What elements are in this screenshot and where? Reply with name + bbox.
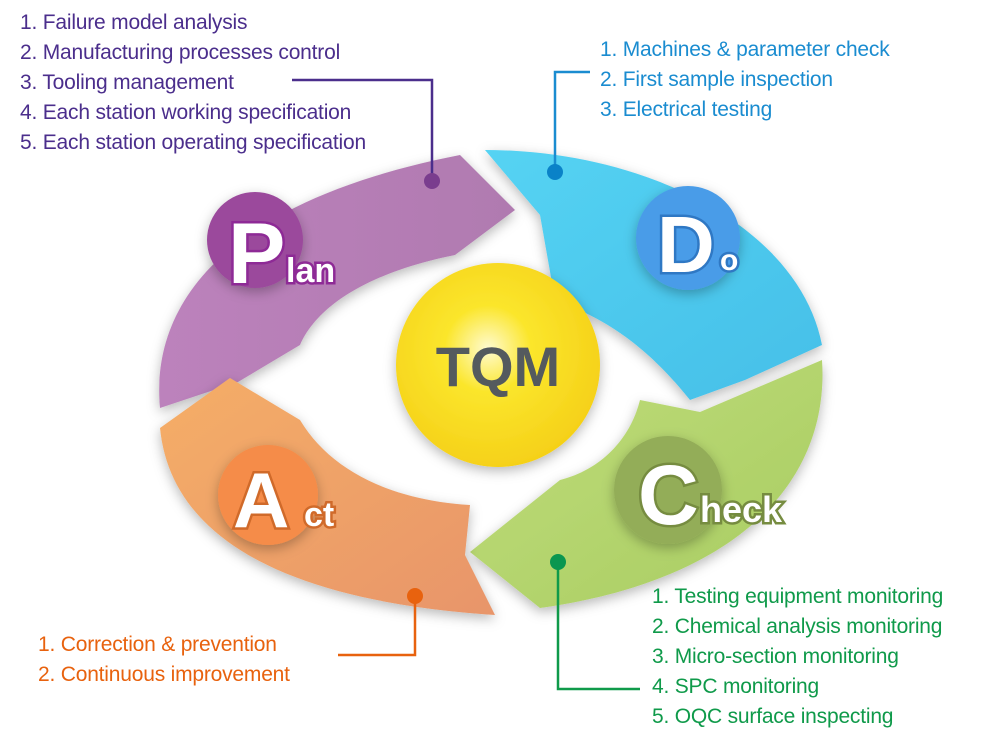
plan-connector — [292, 78, 440, 189]
do-items-list: 1. Machines & parameter check 2. First s… — [600, 35, 890, 125]
act-badge — [218, 445, 318, 545]
check-item: 4. SPC monitoring — [652, 675, 820, 698]
check-item: 5. OQC surface inspecting — [652, 705, 894, 728]
plan-item: 5. Each station operating specification — [20, 131, 366, 154]
act-rest: ct — [304, 496, 334, 534]
tqm-label: TQM — [436, 335, 560, 398]
check-item: 1. Testing equipment monitoring — [652, 585, 944, 608]
check-badge — [614, 436, 722, 544]
plan-item: 1. Failure model analysis — [20, 11, 248, 34]
do-badge — [636, 186, 740, 290]
act-item: 2. Continuous improvement — [38, 663, 290, 686]
act-initial: A — [233, 456, 289, 544]
act-item: 1. Correction & prevention — [38, 633, 277, 656]
plan-item: 3. Tooling management — [20, 71, 234, 94]
do-connector — [547, 70, 590, 180]
act-connector — [338, 588, 423, 657]
plan-rest: lan — [286, 252, 335, 290]
plan-item: 4. Each station working specification — [20, 101, 352, 124]
check-item: 3. Micro-section monitoring — [652, 645, 899, 668]
plan-initial: P — [228, 206, 285, 302]
act-segment — [160, 378, 495, 615]
do-initial: D — [657, 200, 715, 289]
check-rest: heck — [700, 489, 783, 530]
check-items-list: 1. Testing equipment monitoring 2. Chemi… — [652, 582, 943, 732]
check-connector — [550, 554, 640, 691]
plan-segment — [159, 155, 515, 408]
act-items-list: 1. Correction & prevention 2. Continuous… — [38, 630, 290, 690]
tqm-center-circle — [396, 263, 600, 467]
do-item: 2. First sample inspection — [600, 68, 833, 91]
do-item: 1. Machines & parameter check — [600, 38, 890, 61]
plan-items-list: 1. Failure model analysis 2. Manufacturi… — [20, 8, 366, 158]
plan-badge — [207, 192, 303, 288]
plan-item: 2. Manufacturing processes control — [20, 41, 341, 64]
check-item: 2. Chemical analysis monitoring — [652, 615, 943, 638]
check-initial: C — [638, 448, 699, 542]
do-item: 3. Electrical testing — [600, 98, 773, 121]
do-rest: o — [720, 244, 738, 277]
